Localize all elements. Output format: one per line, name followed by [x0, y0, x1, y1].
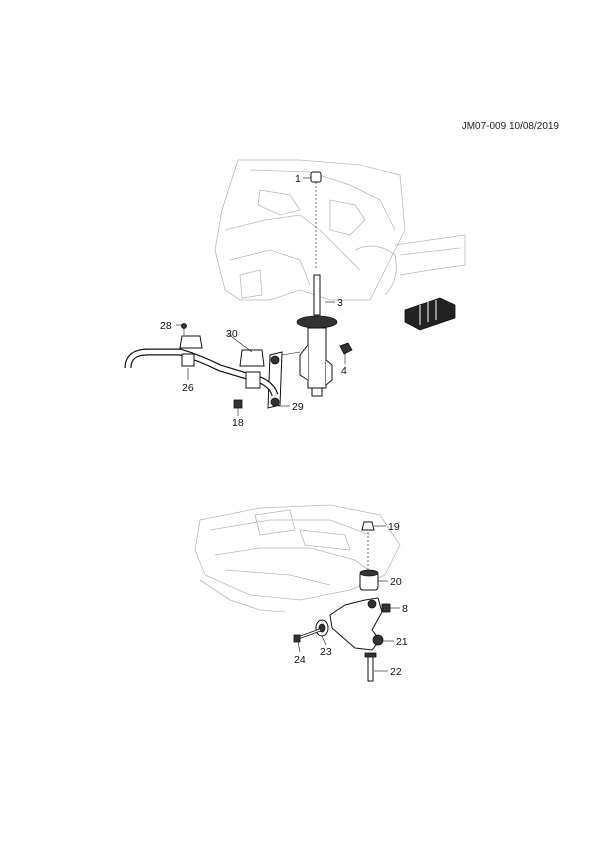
stabilizer-bar [124, 348, 279, 397]
part-30-bracket [239, 349, 265, 367]
direction-arrow-icon [404, 297, 456, 331]
part-18-nut [233, 399, 243, 409]
callout-4: 4 [341, 365, 347, 377]
document-reference: JM07-009 10/08/2019 [461, 121, 559, 132]
callout-18: 18 [232, 417, 244, 429]
callout-20: 20 [390, 576, 402, 588]
part-19-nut [361, 521, 375, 570]
callout-labels: 1 3 4 28 30 26 18 29 19 20 8 21 22 23 24 [160, 173, 408, 678]
callout-23: 23 [320, 646, 332, 658]
subframe-outline [194, 504, 401, 613]
part-28-bushing-clamp [179, 323, 203, 349]
callout-24: 24 [294, 654, 306, 666]
leader-lines [176, 177, 400, 672]
part-23-bushing [315, 619, 329, 637]
part-24-bolt [293, 628, 321, 643]
part-22-bolt [364, 652, 377, 682]
part-4-bolt [339, 342, 353, 355]
callout-21: 21 [396, 636, 408, 648]
part-3-strut [296, 274, 338, 397]
callout-3: 3 [337, 297, 343, 309]
callout-28: 28 [160, 320, 172, 332]
callout-30: 30 [226, 328, 238, 340]
part-8-nut [381, 603, 391, 613]
callout-22: 22 [390, 666, 402, 678]
callout-26: 26 [182, 382, 194, 394]
body-structure-outline [214, 159, 466, 301]
part-1-top-mount [310, 171, 322, 270]
callout-19: 19 [388, 521, 400, 533]
callout-29: 29 [292, 401, 304, 413]
part-20-bushing [359, 569, 379, 591]
part-29-stabilizer-link [267, 351, 301, 409]
callout-1: 1 [295, 173, 301, 185]
part-21-lower-control-arm [329, 597, 384, 651]
callout-8: 8 [402, 603, 408, 615]
